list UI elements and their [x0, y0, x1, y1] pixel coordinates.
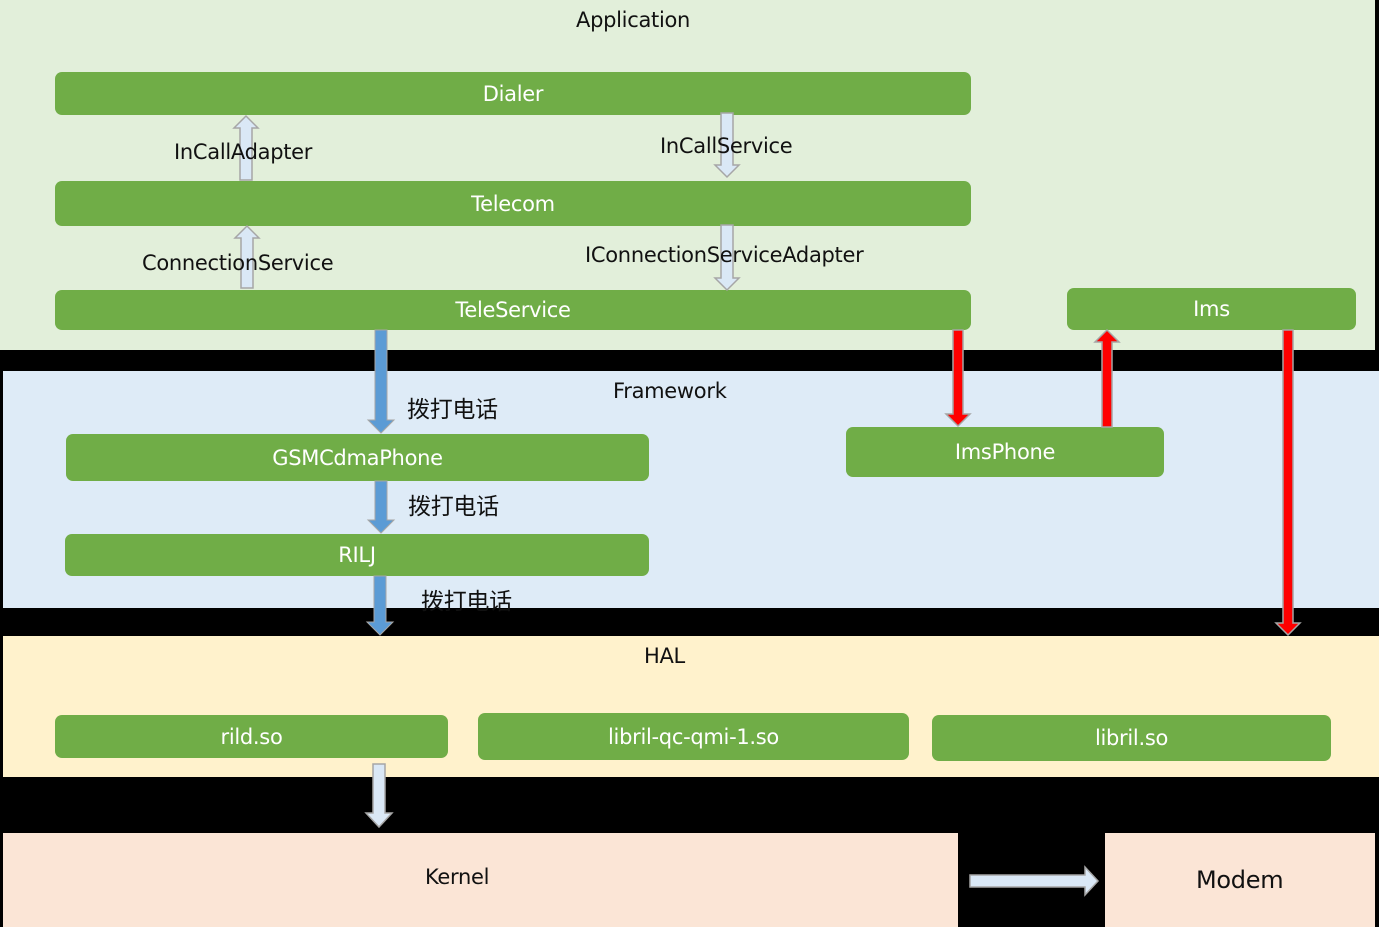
kernel-layer	[3, 833, 958, 927]
modem-title: Modem	[1196, 866, 1284, 894]
rild-box: rild.so	[55, 715, 448, 758]
iconnectionserviceadapter-label: IConnectionServiceAdapter	[585, 243, 864, 267]
dial-label-1: 拨打电话	[407, 397, 498, 423]
dial-label-3: 拨打电话	[421, 589, 512, 615]
dial-label-2: 拨打电话	[408, 494, 499, 520]
dialer-box: Dialer	[55, 72, 971, 115]
connectionservice-label: ConnectionService	[142, 251, 334, 275]
kernel-to-modem-arrow	[969, 865, 1100, 897]
teleservice-box: TeleService	[55, 290, 971, 330]
gsmcdmaphone-box: GSMCdmaPhone	[66, 434, 649, 481]
telecom-box: Telecom	[55, 181, 971, 226]
hal-title: HAL	[644, 644, 685, 668]
imsphone-box: ImsPhone	[846, 427, 1164, 477]
modem-layer	[1105, 833, 1375, 927]
libril-box: libril.so	[932, 715, 1331, 761]
rilj-box: RILJ	[65, 534, 649, 576]
kernel-title: Kernel	[425, 865, 490, 889]
application-title: Application	[576, 8, 691, 32]
ims-box: Ims	[1067, 288, 1356, 330]
libril-qc-box: libril-qc-qmi-1.so	[478, 713, 909, 760]
incallservice-label: InCallService	[660, 134, 793, 158]
framework-title: Framework	[613, 379, 727, 403]
incalladapter-label: InCallAdapter	[174, 140, 313, 164]
